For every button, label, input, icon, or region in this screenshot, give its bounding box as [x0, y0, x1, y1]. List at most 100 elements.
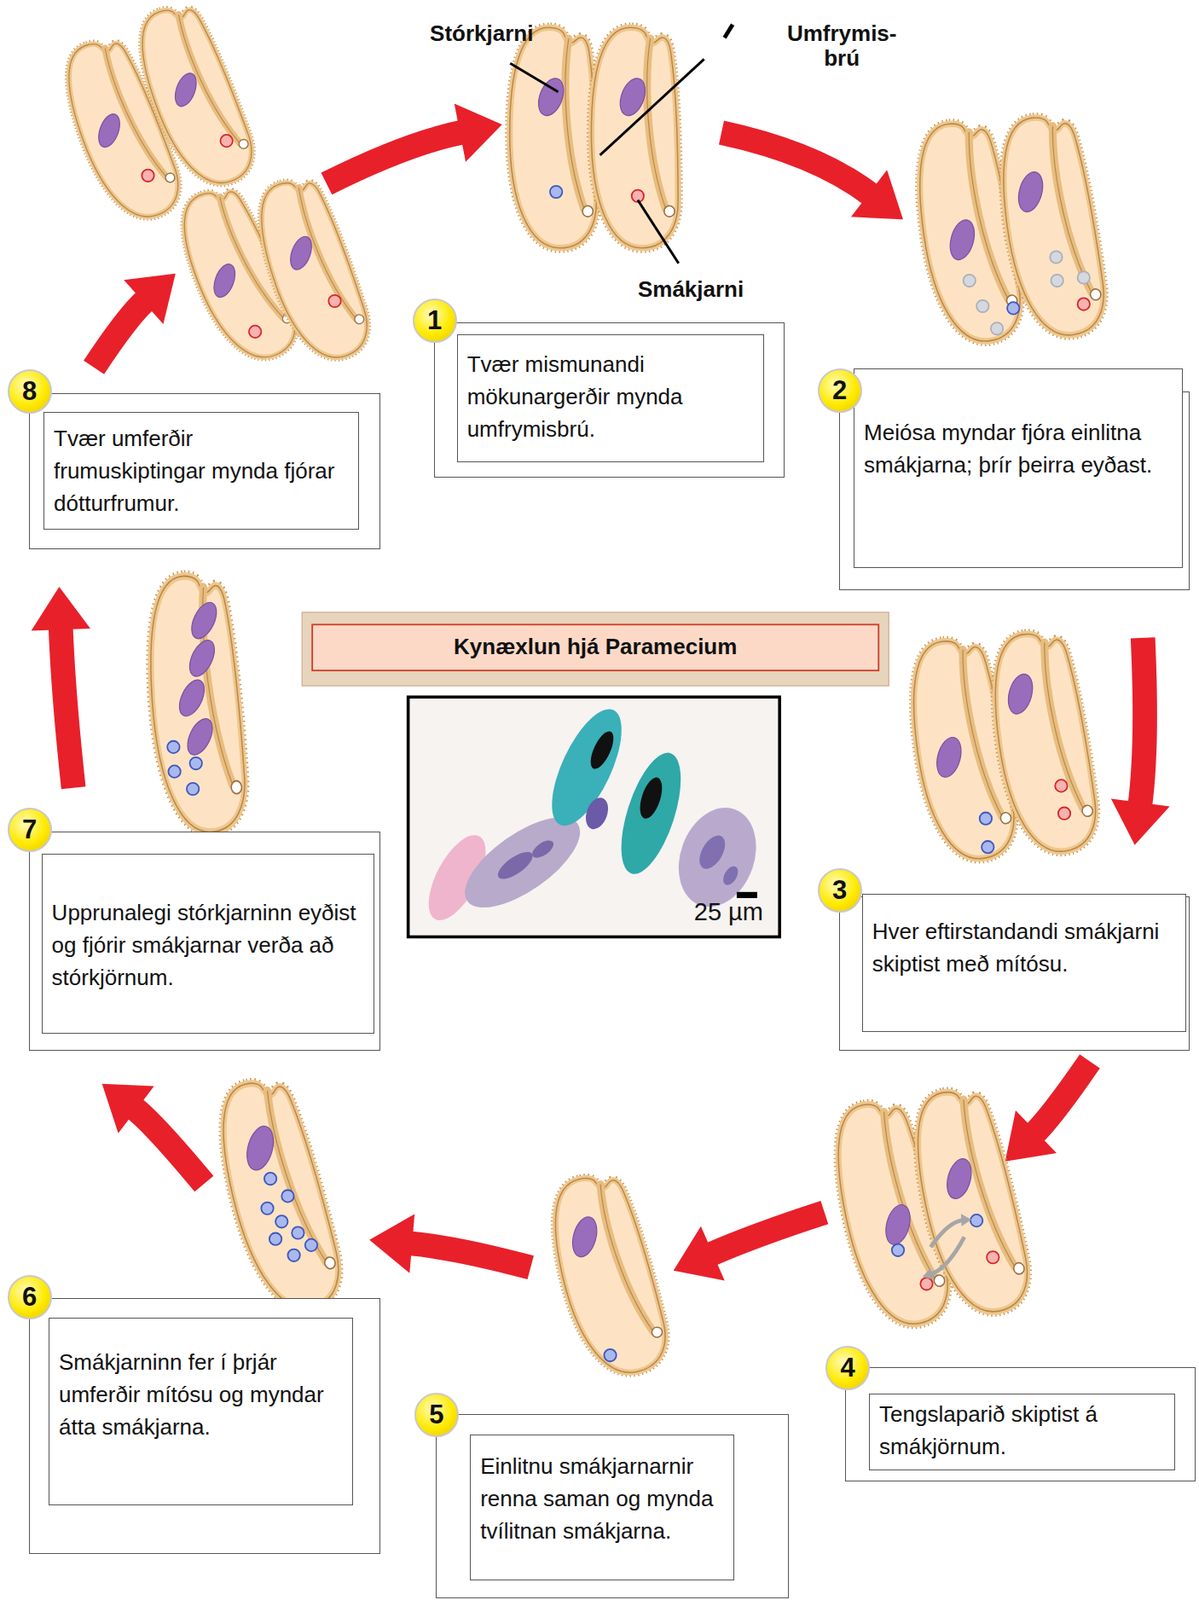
cycle-arrow-shaft	[1033, 1060, 1090, 1134]
cycle-arrow-head	[31, 586, 91, 632]
cytostome	[932, 1274, 946, 1287]
cycle-arrow-shaft	[409, 1243, 532, 1268]
step-text: Tvær mismunandi mökunargerðir mynda umfr…	[457, 334, 765, 463]
cycle-arrow-shaft	[1140, 637, 1146, 806]
paramecium-cell	[590, 27, 678, 248]
diagram-title: Kynæxlun hjá Paramecium	[312, 624, 879, 671]
step-box: 1Tvær mismunandi mökunargerðir mynda umf…	[434, 322, 786, 478]
micronucleus	[281, 1189, 294, 1202]
cytostome	[1000, 811, 1013, 824]
micronucleus	[603, 1349, 616, 1362]
micronucleus	[328, 295, 341, 307]
artwork-group	[31, 0, 1171, 1384]
macronucleus	[182, 714, 218, 759]
micrograph-cell	[585, 728, 619, 772]
micrograph-cell	[720, 863, 742, 888]
leader-line	[637, 200, 679, 264]
cilia	[590, 27, 678, 248]
paramecium-cell	[246, 171, 377, 371]
callout-number: 2	[817, 368, 863, 413]
title-band	[301, 612, 889, 686]
paramecium-cell	[126, 0, 261, 197]
micrograph-cell	[493, 846, 537, 884]
cytostome	[1089, 288, 1102, 301]
oral-groove-line	[565, 38, 585, 209]
micronucleus	[990, 322, 1003, 335]
step-box: 5Einlitnu smákjarnarnir renna saman og m…	[435, 1413, 789, 1598]
oral-groove	[596, 1180, 654, 1336]
micronucleus	[979, 811, 992, 824]
cycle-arrow-head	[454, 104, 503, 163]
step-box: 8Tvær umferðir frumuskiptingar mynda fjó…	[28, 393, 382, 550]
macronucleus	[881, 1201, 915, 1247]
cycle-arrow-head	[1111, 798, 1171, 845]
step-box: 6Smákjarninn fer í þrjár umferðir mítósu…	[28, 1297, 382, 1554]
macronucleus	[1014, 168, 1048, 215]
micronucleus	[275, 1215, 288, 1228]
cell-body	[984, 627, 1102, 858]
micronucleus	[1077, 297, 1090, 310]
cytostome	[323, 1256, 336, 1270]
micrograph-cell	[529, 836, 557, 861]
macronucleus	[568, 1214, 602, 1260]
cytostome	[650, 1326, 664, 1339]
micronucleus	[981, 840, 994, 853]
cell-body	[207, 1072, 348, 1320]
macronucleus	[209, 260, 239, 301]
cytostome	[1081, 805, 1094, 817]
cycle-arrow-shaft	[326, 132, 464, 184]
callout-number: 3	[817, 868, 863, 913]
step-text: Upprunalegi stórkjarninn eyðist og fjóri…	[41, 853, 375, 1034]
part-label: Umfrymis- brú	[777, 21, 906, 71]
paramecium-cell	[992, 111, 1110, 342]
cell-body	[590, 27, 678, 248]
micronucleus	[892, 1244, 904, 1257]
cytostome	[164, 171, 177, 184]
cell-outline	[984, 627, 1102, 858]
macronucleus	[174, 676, 210, 720]
macronucleus	[943, 1156, 976, 1202]
exchange-arrow-head	[922, 1268, 934, 1281]
cycle-arrow-shaft	[133, 1107, 205, 1184]
macronucleus	[186, 598, 222, 643]
cell-body	[246, 171, 377, 371]
oral-groove	[1041, 640, 1084, 812]
cilia	[903, 1083, 1036, 1322]
scale-label: 25 µm	[677, 898, 780, 924]
callout-number: 6	[7, 1274, 53, 1320]
cell-body	[903, 1083, 1036, 1322]
micronucleus	[986, 1251, 999, 1263]
cilia	[246, 171, 377, 371]
leader-line	[600, 58, 705, 155]
micronucleus	[550, 185, 562, 198]
title-inner-band	[312, 624, 879, 671]
cilia	[509, 27, 597, 248]
oral-groove-line	[264, 1086, 327, 1267]
cytostome	[231, 780, 243, 794]
cilia	[984, 627, 1102, 858]
cycle-arrow-head	[102, 1083, 155, 1134]
cell-outline	[207, 1072, 348, 1320]
scale-bar	[736, 892, 758, 898]
callout-number: 4	[825, 1345, 870, 1391]
cell-outline	[992, 111, 1110, 342]
micrograph-cell	[581, 794, 613, 833]
cell-outline	[126, 0, 261, 197]
cycle-arrow-head	[123, 273, 176, 325]
micronucleus	[220, 134, 232, 147]
oral-groove-line	[1041, 640, 1084, 812]
cell-outline	[509, 27, 597, 248]
step-text: Meiósa myndar fjóra einlitna smákjarna; …	[853, 368, 1182, 569]
micronucleus	[1077, 271, 1090, 284]
micronucleus	[1054, 779, 1067, 792]
oral-groove-line	[647, 38, 667, 209]
cell-body	[992, 111, 1110, 342]
leader-line	[724, 24, 734, 39]
step-text: Hver eftirstandandi smákjarni skiptist m…	[862, 893, 1188, 1032]
micronucleus	[305, 1239, 318, 1252]
cycle-arrow-head	[673, 1226, 725, 1281]
cytostome	[237, 138, 250, 151]
micronucleus	[167, 764, 180, 777]
macronucleus	[945, 217, 979, 263]
